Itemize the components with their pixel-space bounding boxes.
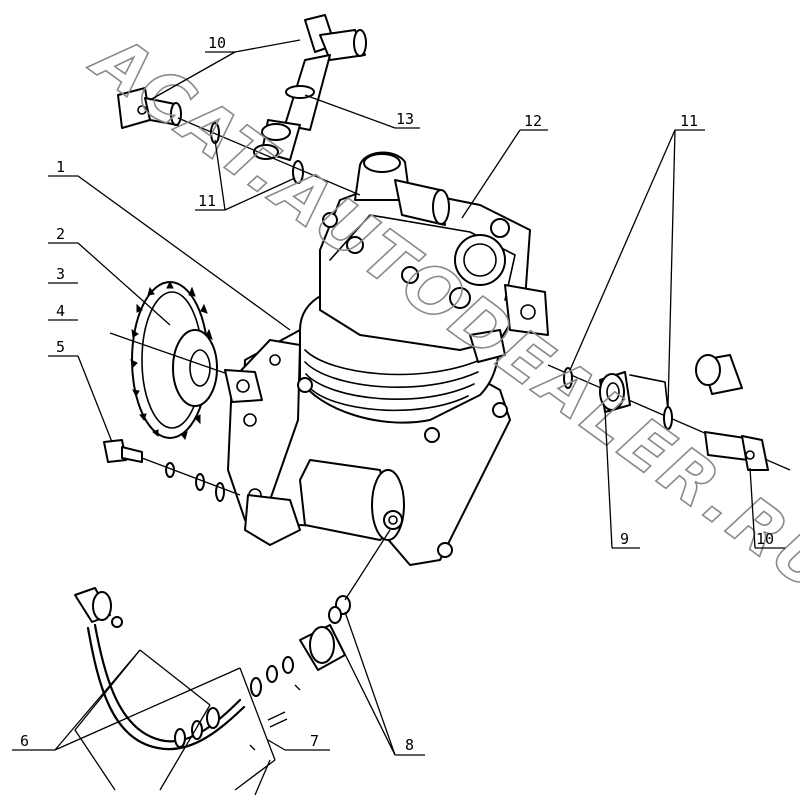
callout-11-top: 11 (198, 192, 216, 210)
compressor-body (227, 151, 549, 566)
hose-assembly (74, 529, 391, 751)
callout-7: 7 (310, 732, 319, 750)
callout-labels: 10 13 12 11 1 2 3 4 5 11 10 9 8 7 6 (20, 34, 774, 754)
callout-4: 4 (56, 302, 65, 320)
callout-5: 5 (56, 338, 65, 356)
callout-2: 2 (56, 225, 65, 243)
callout-12: 12 (524, 112, 542, 130)
callout-10-top: 10 (208, 34, 226, 52)
callout-10-right: 10 (756, 530, 774, 548)
callout-13: 13 (396, 110, 414, 128)
right-side-fittings (547, 354, 791, 471)
callout-1: 1 (56, 158, 65, 176)
delivery-pipe-assembly (117, 14, 367, 196)
callout-6: 6 (20, 732, 29, 750)
callout-9: 9 (620, 530, 629, 548)
drive-gear (109, 280, 263, 441)
callout-11-right: 11 (680, 112, 698, 130)
callout-3: 3 (56, 265, 65, 283)
gear-bolt-assembly (103, 439, 241, 502)
callout-leaders (12, 39, 785, 796)
callout-8: 8 (405, 736, 414, 754)
